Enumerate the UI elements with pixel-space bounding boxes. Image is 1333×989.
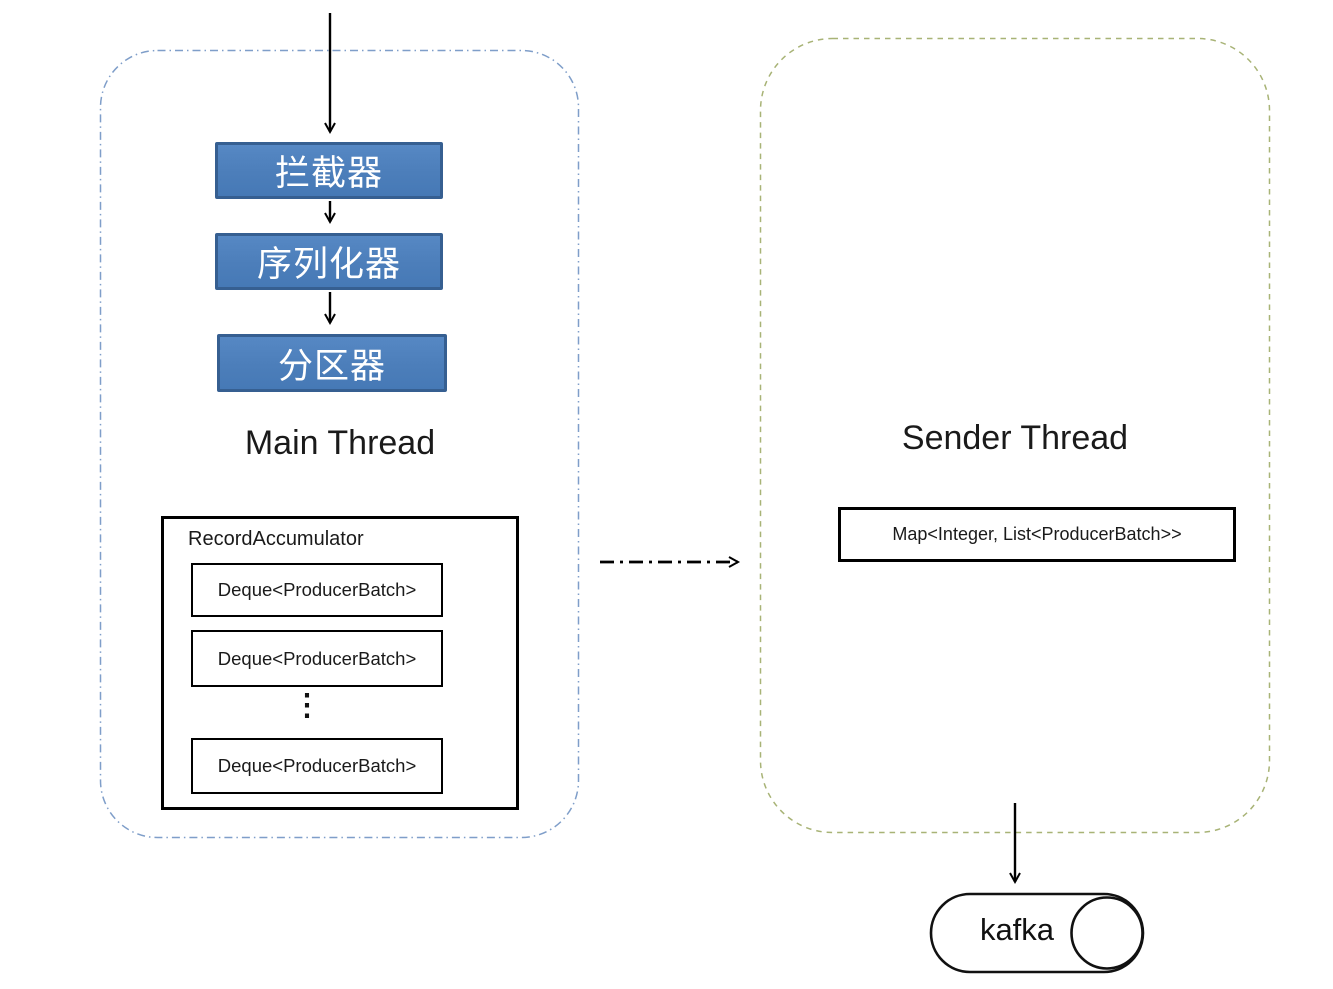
vertical-ellipsis: ⋮ bbox=[292, 689, 322, 722]
kafka-label: kafka bbox=[979, 912, 1055, 947]
deque-producer-batch-box: Deque<ProducerBatch> bbox=[191, 738, 443, 794]
record-accumulator-box: RecordAccumulator Deque<ProducerBatch> D… bbox=[161, 516, 519, 810]
kafka-cylinder-end-cap bbox=[1070, 896, 1144, 970]
main-thread-title: Main Thread bbox=[244, 424, 436, 462]
partitioner-box: 分区器 bbox=[217, 334, 447, 392]
deque-producer-batch-box: Deque<ProducerBatch> bbox=[191, 563, 443, 617]
producer-batch-map-box: Map<Integer, List<ProducerBatch>> bbox=[838, 507, 1236, 562]
sender-thread-title: Sender Thread bbox=[901, 419, 1129, 457]
deque-producer-batch-box: Deque<ProducerBatch> bbox=[191, 630, 443, 687]
main-thread-container-border bbox=[99, 49, 580, 839]
interceptor-box: 拦截器 bbox=[215, 142, 443, 199]
record-accumulator-title: RecordAccumulator bbox=[188, 528, 364, 550]
serializer-box: 序列化器 bbox=[215, 233, 443, 290]
sender-thread-container-border bbox=[759, 37, 1271, 834]
